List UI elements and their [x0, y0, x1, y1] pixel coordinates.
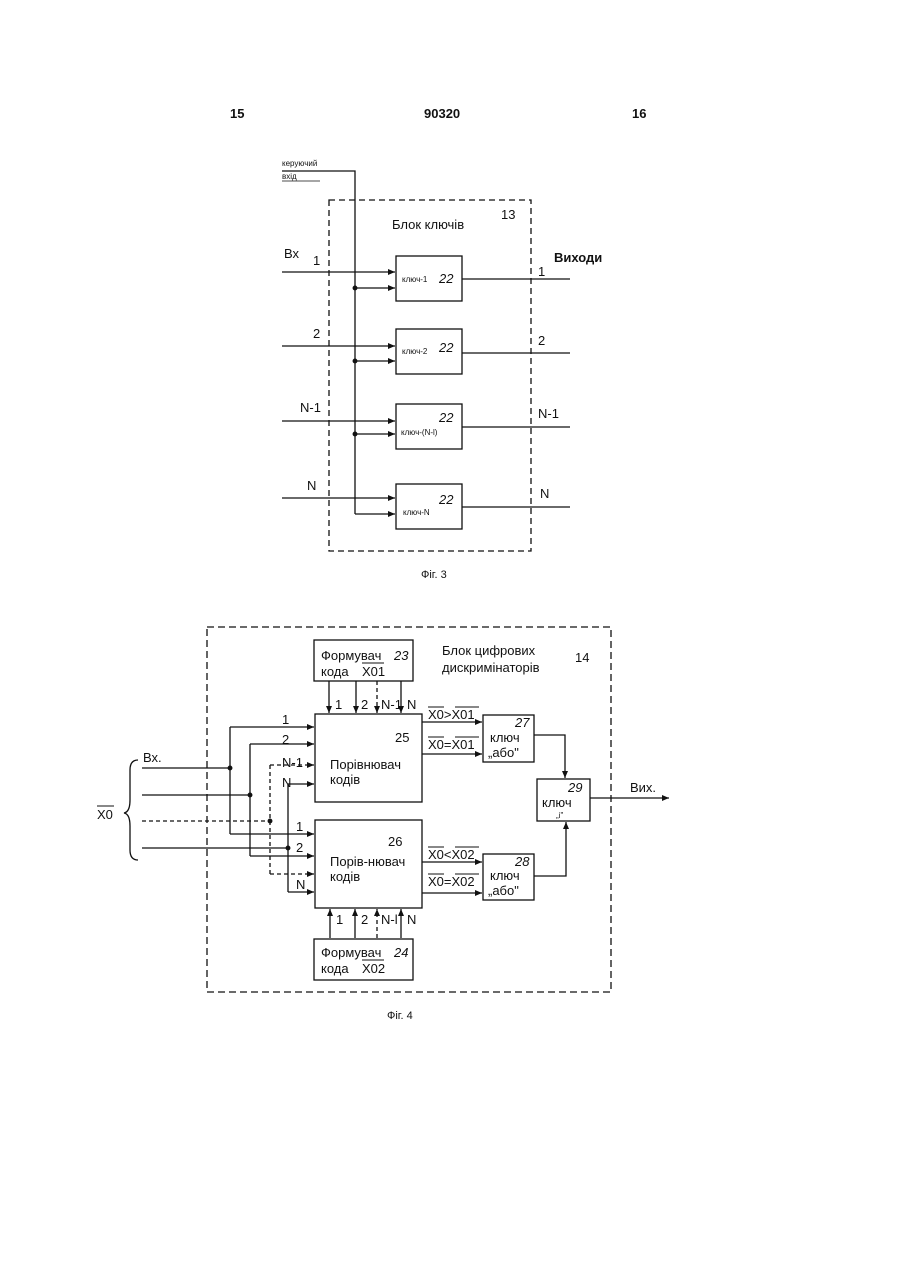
fig4-cmp2-line2: кодів	[330, 869, 360, 884]
fig4-cmp1-line1: Порівнювач	[330, 757, 401, 772]
fig3-control-label-1: керуючий	[282, 159, 317, 168]
fig4-junction-n	[286, 846, 290, 850]
fig4-x0-label: X0	[97, 807, 113, 822]
fig3-key-num-n: 22	[438, 492, 454, 507]
fig3-key-label-n1: ключ-(N-l)	[401, 428, 438, 437]
fig3-key-num-n1: 22	[438, 410, 454, 425]
fig4-cmp1-out-eq-label: X0=X01	[428, 737, 475, 752]
fig4-cmp2-line1: Порів-нювач	[330, 854, 405, 869]
fig4-bus2-label-n1: N-l	[381, 912, 398, 927]
fig4-key28-to-key29	[534, 822, 566, 876]
fig3-out-label-1: 1	[538, 264, 545, 279]
fig4-bus1-label-1: 1	[335, 697, 342, 712]
fig3-key-label-2: ключ-2	[402, 347, 428, 356]
fig3-block-title: Блок ключів	[392, 217, 464, 232]
fig4-output-label: Вих.	[630, 780, 656, 795]
fig4-cmp1-out-gt-label: X0>X01	[428, 707, 475, 722]
fig4-ext-label-2: 2	[282, 732, 289, 747]
fig4-ext-label-n1: N-1	[282, 755, 303, 770]
fig3-in-label-1: 1	[313, 253, 320, 268]
fig3-control-label-2: вхід	[282, 172, 297, 181]
fig4-input-label: Вх.	[143, 750, 162, 765]
fig3-junction-n1	[353, 432, 357, 436]
fig4-key29-line2: „і"	[556, 811, 563, 820]
fig4-cmp1-num: 25	[395, 730, 409, 745]
fig4-input-brace	[124, 760, 138, 860]
fig4-bus1-label-n1: N-1	[381, 697, 402, 712]
fig4-block-number: 14	[575, 650, 589, 665]
fig4-former2-line2: кода	[321, 961, 349, 976]
fig3-key-num-1: 22	[438, 271, 454, 286]
fig3-key-label-n: ключ-N	[403, 508, 430, 517]
fig3-key-num-2: 22	[438, 340, 454, 355]
fig4-junction-2	[248, 793, 252, 797]
fig3-caption: Фіг. 3	[421, 569, 447, 581]
fig4-bus1-label-2: 2	[361, 697, 368, 712]
fig4-former2-line1: Формувач	[321, 945, 381, 960]
fig4-key28-num: 28	[514, 854, 530, 869]
fig3-labels: керуючий вхід Блок ключів 13 Вх Виходи 1…	[282, 159, 602, 581]
fig4-key27-line2: „або"	[488, 745, 519, 760]
fig4-ext2-label-1: 1	[296, 819, 303, 834]
fig4-ext-label-1: 1	[282, 712, 289, 727]
fig4-cmp2-out-eq-label: X0=X02	[428, 874, 475, 889]
fig4-key29-num: 29	[567, 780, 582, 795]
fig4-bus2-label-1: 1	[336, 912, 343, 927]
fig4-former1-num: 23	[393, 648, 409, 663]
fig3-out-label-n: N	[540, 486, 549, 501]
fig3-junction-1	[353, 286, 357, 290]
fig4-key29-line1: ключ	[542, 795, 572, 810]
fig4-cmp1-line2: кодів	[330, 772, 360, 787]
fig4-bus2-label-n: N	[407, 912, 416, 927]
fig3-block-number: 13	[501, 207, 515, 222]
fig3-out-label-n1: N-1	[538, 406, 559, 421]
fig4-block-title-2: дискримінаторів	[442, 660, 540, 675]
fig4-former1-line2: кода	[321, 664, 349, 679]
fig4-junction-1	[228, 766, 232, 770]
fig4-cmp2-num: 26	[388, 834, 402, 849]
fig4-ext2-label-n: N	[296, 877, 305, 892]
fig4-former2-num: 24	[393, 945, 408, 960]
fig4-former2-code: X02	[362, 961, 385, 976]
fig4-former1-line1: Формувач	[321, 648, 381, 663]
fig3-key-label-1: ключ-1	[402, 275, 428, 284]
fig4-block-title-1: Блок цифрових	[442, 643, 536, 658]
fig3-control-line	[282, 171, 355, 514]
fig4-cmp2-out-lt-label: X0<X02	[428, 847, 475, 862]
fig3-in-label-2: 2	[313, 326, 320, 341]
fig4-ext2-label-2: 2	[296, 840, 303, 855]
fig4-junction-n1	[268, 819, 272, 823]
fig4-key28-line2: „або"	[488, 883, 519, 898]
fig3-inputs-label: Вх	[284, 246, 300, 261]
fig4-bus2-label-2: 2	[361, 912, 368, 927]
fig3-outputs-label: Виходи	[554, 250, 602, 265]
fig3-in-label-n1: N-1	[300, 400, 321, 415]
fig4-key28-line1: ключ	[490, 868, 520, 883]
fig4-key27-line1: ключ	[490, 730, 520, 745]
fig4-bus1-label-n: N	[407, 697, 416, 712]
fig4-caption: Фіг. 4	[387, 1010, 413, 1022]
fig4-former1-code: X01	[362, 664, 385, 679]
fig4-diagram	[124, 627, 669, 992]
fig4-key27-num: 27	[514, 715, 530, 730]
fig4-labels: Блок цифрових дискримінаторів 14 Формува…	[97, 643, 656, 1022]
fig3-junction-2	[353, 359, 357, 363]
fig3-in-label-n: N	[307, 478, 316, 493]
fig4-ext-label-n: N	[282, 775, 291, 790]
fig4-key27-to-key29	[534, 735, 565, 778]
fig3-out-label-2: 2	[538, 333, 545, 348]
